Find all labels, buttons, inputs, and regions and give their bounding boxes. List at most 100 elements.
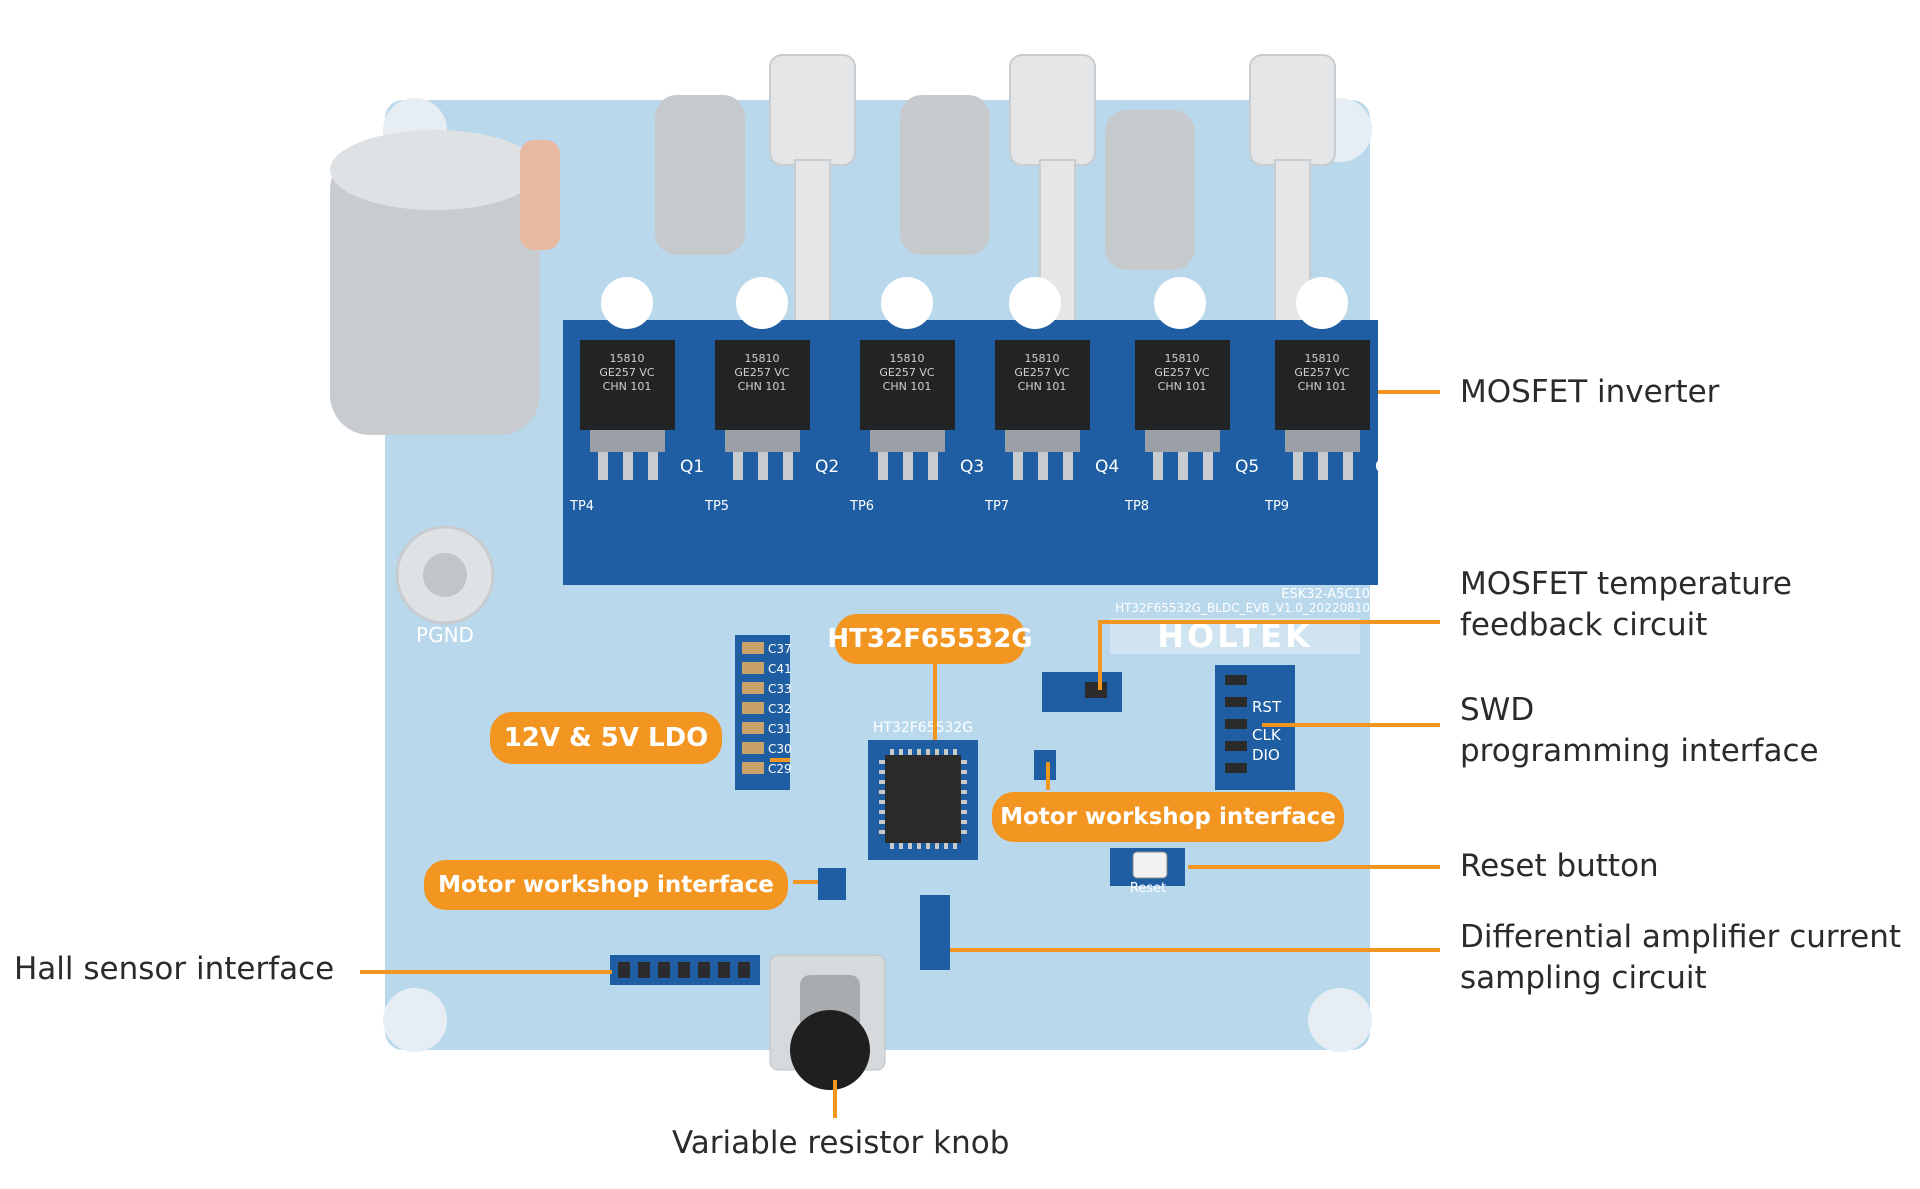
mosfet-tab (1285, 430, 1360, 452)
mcu-pin (917, 843, 921, 849)
mcu-pin (961, 820, 967, 824)
mosfet-marking: 15810 (610, 352, 645, 365)
mosfet-lead (1293, 452, 1303, 480)
mosfet-lead (1063, 452, 1073, 480)
diff-amp-circuit (920, 895, 950, 970)
mosfet-body (1275, 340, 1370, 430)
mcu-pin (879, 760, 885, 764)
mosfet-band (563, 320, 1378, 585)
mosfet-marking: 15810 (1165, 352, 1200, 365)
mosfet-body (580, 340, 675, 430)
capacitor (742, 642, 764, 654)
capacitor (742, 762, 764, 774)
mosfet-marking: 15810 (890, 352, 925, 365)
mosfet-lead (1178, 452, 1188, 480)
callout-swd-2: programming interface (1460, 733, 1819, 769)
mosfet-marking: 15810 (1025, 352, 1060, 365)
swd-clk-silk: CLK (1252, 726, 1282, 744)
mosfet-marking: CHN 101 (603, 380, 652, 393)
mcu-pin (961, 780, 967, 784)
ldo-badge: 12V & 5V LDO (490, 712, 722, 764)
callout-mosfet-inverter: MOSFET inverter (1460, 374, 1720, 410)
mosfet-body (715, 340, 810, 430)
swd-pin (1225, 763, 1247, 773)
mosfet-lead (733, 452, 743, 480)
mcu-silk-text: HT32F65532G (873, 720, 973, 736)
testpoint-label: TP9 (1264, 499, 1289, 514)
callout-variable-resistor: Variable resistor knob (672, 1125, 1010, 1161)
callout-swd-1: SWD (1460, 692, 1535, 728)
testpoint-label: TP8 (1124, 499, 1149, 514)
testpoint-label: TP6 (849, 499, 874, 514)
mosfet-marking: GE257 VC (734, 366, 789, 379)
mcu-pin (944, 749, 948, 755)
temp-feedback-circuit (1042, 672, 1122, 712)
transistor-label: Q5 (1235, 457, 1259, 477)
bulk-capacitor (330, 130, 560, 435)
capacitor-label: C29 (768, 762, 792, 776)
mosfet-tab (870, 430, 945, 452)
mosfet-tab (1145, 430, 1220, 452)
mosfet-marking: 15810 (745, 352, 780, 365)
leader-lines (360, 390, 1440, 1118)
capacitor (742, 722, 764, 734)
mosfet-marking: GE257 VC (879, 366, 934, 379)
mosfet-lead (1153, 452, 1163, 480)
mosfet-marking: CHN 101 (883, 380, 932, 393)
board-name-silk: HT32F65532G_BLDC_EVB_V1.0_20220810 (1115, 601, 1370, 615)
mcu-pin (879, 810, 885, 814)
transistor-label: Q1 (680, 457, 704, 477)
capacitor (742, 662, 764, 674)
mcu-pin (879, 780, 885, 784)
testpoint-label: TP5 (704, 499, 729, 514)
temp-feedback-component (1085, 682, 1107, 698)
transistor-label: Q3 (960, 457, 984, 477)
mcu-pin (935, 843, 939, 849)
mosfet-body (860, 340, 955, 430)
mosfet-marking: GE257 VC (1294, 366, 1349, 379)
reset-button: Reset (1110, 848, 1185, 896)
mcu-badge: HT32F65532G (827, 614, 1033, 664)
mosfet-marking: 15810 (1305, 352, 1340, 365)
testpoint-label: TP7 (984, 499, 1009, 514)
mosfet-lead (1038, 452, 1048, 480)
mcu-pin (879, 830, 885, 834)
hall-sensor-header (610, 955, 760, 985)
mosfet-tab (1005, 430, 1080, 452)
mosfet-marking: CHN 101 (1298, 380, 1347, 393)
hall-pin (678, 962, 690, 978)
mcu-pin (917, 749, 921, 755)
mosfet-tab (590, 430, 665, 452)
mosfet-body (1135, 340, 1230, 430)
pgnd-silk: PGND (416, 623, 474, 647)
mcu-chip (885, 755, 961, 843)
swd-dio-silk: DIO (1252, 746, 1280, 764)
capacitor-label: C41 (768, 662, 792, 676)
mounting-holes (601, 277, 1348, 329)
mcu-pin (899, 749, 903, 755)
variable-resistor (769, 954, 886, 1090)
capacitor-label: C30 (768, 742, 792, 756)
mosfet-tab (725, 430, 800, 452)
hall-pin (638, 962, 650, 978)
mcu-pin (879, 800, 885, 804)
mcu-area: HT32F65532G (868, 720, 978, 860)
mcu-pin (879, 820, 885, 824)
capacitor-label: C37 (768, 642, 792, 656)
callout-hall-sensor: Hall sensor interface (14, 951, 335, 987)
hall-pin (718, 962, 730, 978)
callout-reset-button: Reset button (1460, 848, 1659, 884)
hall-pin (658, 962, 670, 978)
swd-pin (1225, 697, 1247, 707)
pgnd-post (395, 525, 495, 625)
mosfet-marking: CHN 101 (1018, 380, 1067, 393)
mcu-pin (890, 843, 894, 849)
mosfet-marking: GE257 VC (599, 366, 654, 379)
transistor-label: Q4 (1095, 457, 1119, 477)
mosfet-marking: CHN 101 (738, 380, 787, 393)
